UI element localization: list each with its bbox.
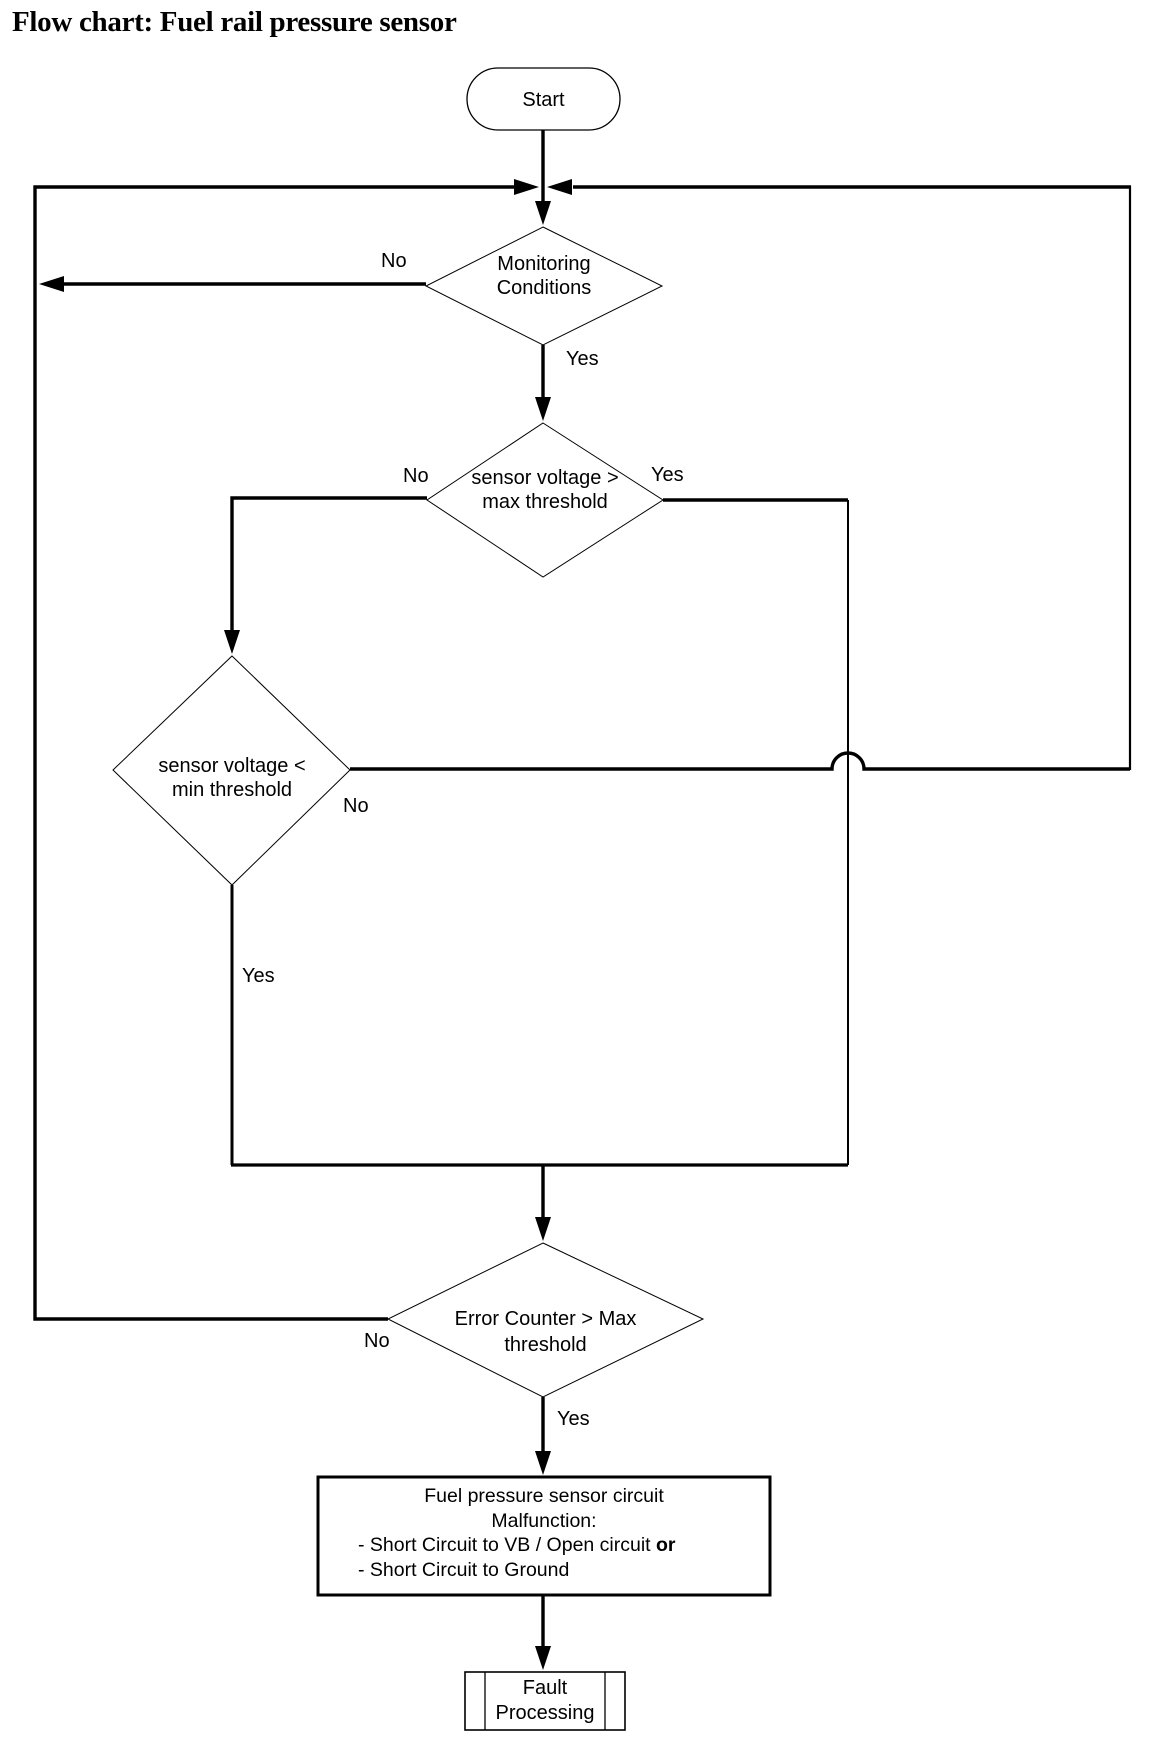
arrowhead-into-malfunction	[535, 1451, 551, 1475]
fault-processing-box	[464, 1671, 626, 1731]
decision-sensor-voltage-min	[112, 655, 351, 886]
malfunction-box	[316, 1475, 772, 1597]
arrowhead-into-error-counter	[535, 1217, 551, 1241]
decision-sensor-voltage-max	[426, 422, 664, 578]
decision-monitoring-conditions	[424, 226, 664, 346]
sensor-voltage-max-label: sensor voltage > max threshold	[471, 467, 619, 513]
edge-left-feedback-rail	[33, 185, 514, 1321]
start-node	[466, 67, 621, 131]
decision-error-counter	[386, 1242, 705, 1398]
fault-processing-side-bars	[484, 1672, 606, 1730]
fault-processing-label: Fault Processing	[495, 1677, 595, 1724]
edge-label-error-no: No	[364, 1330, 390, 1352]
error-counter-label: Error Counter > Max threshold	[454, 1308, 637, 1356]
malfunction-label: Fuel pressure sensor circuit Malfunction…	[358, 1485, 676, 1581]
start-label: Start	[522, 89, 565, 111]
edge-label-error-yes: Yes	[557, 1408, 590, 1430]
edge-min-no	[350, 751, 1130, 771]
edge-label-min-no: No	[343, 795, 369, 817]
edge-label-max-no: No	[403, 465, 429, 487]
arrowhead-into-max-threshold	[535, 397, 551, 421]
edge-label-monitoring-no: No	[381, 250, 407, 272]
arrowhead-into-monitoring	[535, 201, 551, 225]
arrowhead-right-loop-into-junction	[547, 179, 572, 195]
edge-label-min-yes: Yes	[242, 965, 275, 987]
arrowhead-into-fault	[535, 1646, 551, 1670]
sensor-voltage-min-label: sensor voltage < min threshold	[158, 755, 306, 801]
arrowhead-left-loop-into-junction	[514, 179, 539, 195]
arrowhead-monitoring-no	[39, 276, 64, 292]
edge-max-no	[230, 496, 427, 632]
arrowhead-into-min-threshold	[224, 630, 240, 654]
flowchart-title: Flow chart: Fuel rail pressure sensor	[12, 6, 457, 38]
edge-label-monitoring-yes: Yes	[566, 348, 599, 370]
edge-label-max-yes: Yes	[651, 464, 684, 486]
monitoring-conditions-label: Monitoring Conditions	[496, 253, 592, 299]
